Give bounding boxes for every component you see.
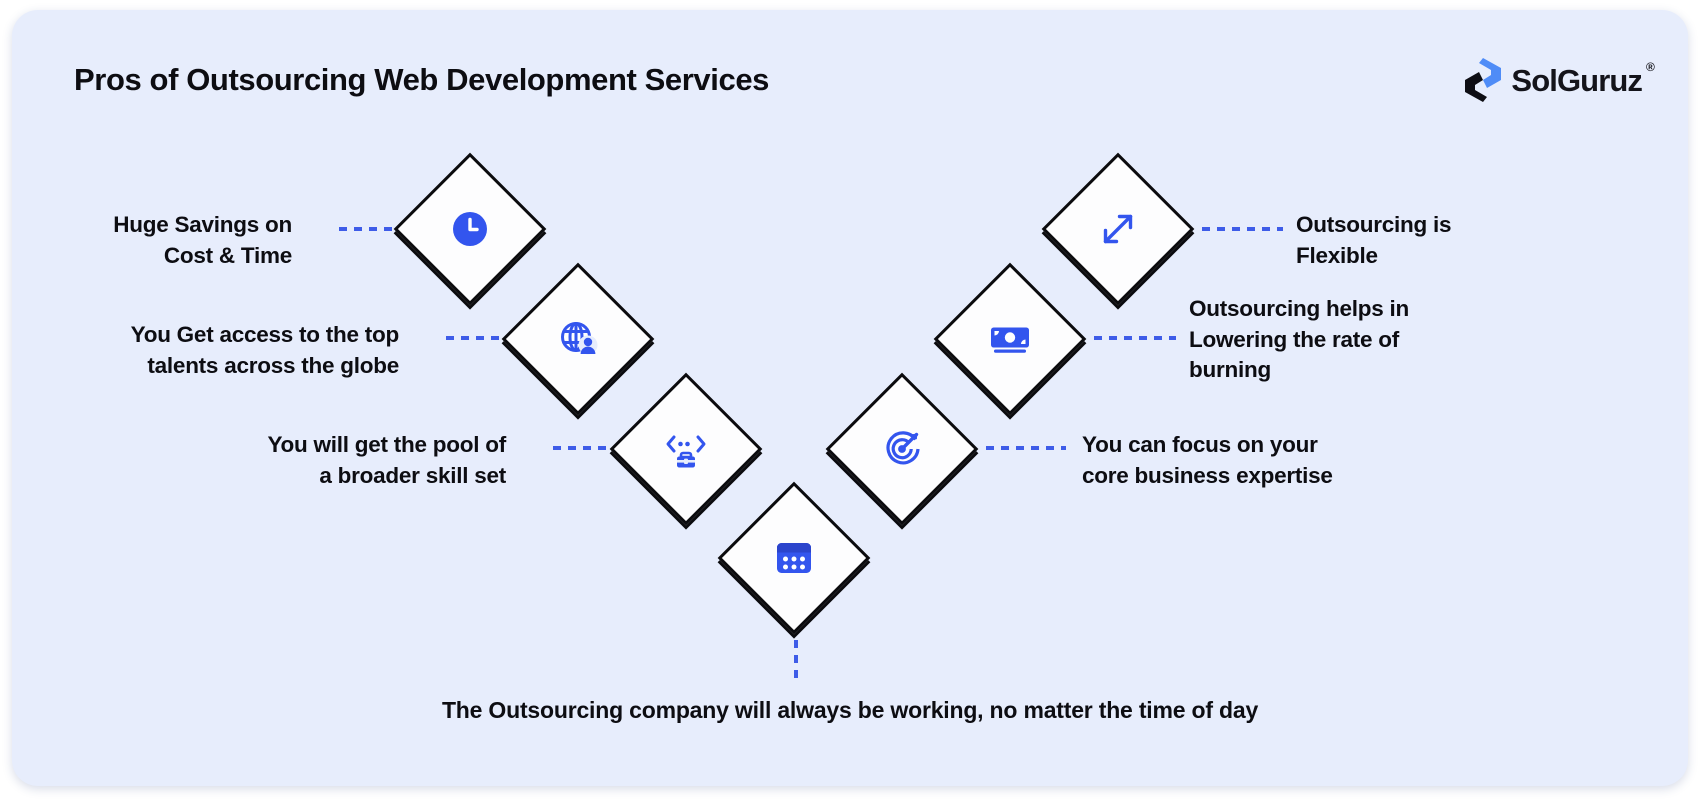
label-flexible-line2: Flexible (1296, 242, 1378, 268)
connector-skill-set (553, 446, 620, 450)
registered-mark: ® (1646, 59, 1655, 74)
label-skill-set: You will get the pool of a broader skill… (166, 430, 506, 491)
infographic-board: Pros of Outsourcing Web Development Serv… (12, 10, 1688, 786)
label-skill-set-line2: a broader skill set (319, 462, 506, 488)
node-burn-rate[interactable] (933, 262, 1087, 416)
label-top-talent: You Get access to the top talents across… (29, 320, 400, 381)
node-top-talent[interactable] (501, 262, 655, 416)
label-core-focus-line2: core business expertise (1082, 462, 1333, 488)
node-core-focus[interactable] (825, 372, 979, 526)
code-toolbox-icon (632, 395, 740, 503)
solguruz-hexagon-mark (1461, 56, 1505, 104)
target-arrow-icon (848, 395, 956, 503)
label-flexible: Outsourcing is Flexible (1296, 210, 1626, 271)
label-burn-rate-line2: Lowering the rate of (1189, 326, 1400, 352)
connector-core-focus (986, 446, 1066, 450)
expand-arrows-icon (1064, 175, 1172, 283)
label-top-talent-line2: talents across the globe (147, 352, 399, 378)
label-savings-line2: Cost & Time (163, 242, 292, 268)
node-always-on[interactable] (717, 481, 871, 635)
node-flexible[interactable] (1041, 152, 1195, 306)
label-core-focus: You can focus on your core business expe… (1082, 430, 1452, 491)
money-icon (956, 285, 1064, 393)
label-always-on: The Outsourcing company will always be w… (441, 697, 1259, 723)
logo-text: SolGuruz (1511, 62, 1642, 98)
label-top-talent-line1: You Get access to the top (130, 322, 400, 347)
globe-user-icon (524, 285, 632, 393)
connector-savings (339, 227, 403, 231)
logo-wordmark: SolGuruz ® (1511, 61, 1654, 98)
label-burn-rate: Outsourcing helps in Lowering the rate o… (1189, 294, 1539, 386)
label-burn-rate-line3: burning (1189, 357, 1271, 383)
label-savings: Huge Savings on Cost & Time (12, 210, 292, 271)
connector-burn-rate (1094, 336, 1176, 340)
label-savings-line1: Huge Savings on (113, 212, 292, 237)
connector-always-on (794, 640, 798, 678)
label-skill-set-line1: You will get the pool of (267, 432, 506, 457)
page-title: Pros of Outsourcing Web Development Serv… (74, 62, 770, 97)
label-core-focus-line1: You can focus on your (1082, 432, 1318, 457)
connector-top-talent (446, 336, 511, 340)
label-burn-rate-line1: Outsourcing helps in (1189, 296, 1410, 321)
clock-icon (416, 175, 524, 283)
node-savings[interactable] (393, 152, 547, 306)
calendar-icon (740, 504, 848, 612)
node-skill-set[interactable] (609, 372, 763, 526)
connector-flexible (1202, 227, 1283, 231)
brand-logo: SolGuruz ® (1461, 56, 1655, 104)
label-flexible-line1: Outsourcing is (1296, 212, 1452, 237)
